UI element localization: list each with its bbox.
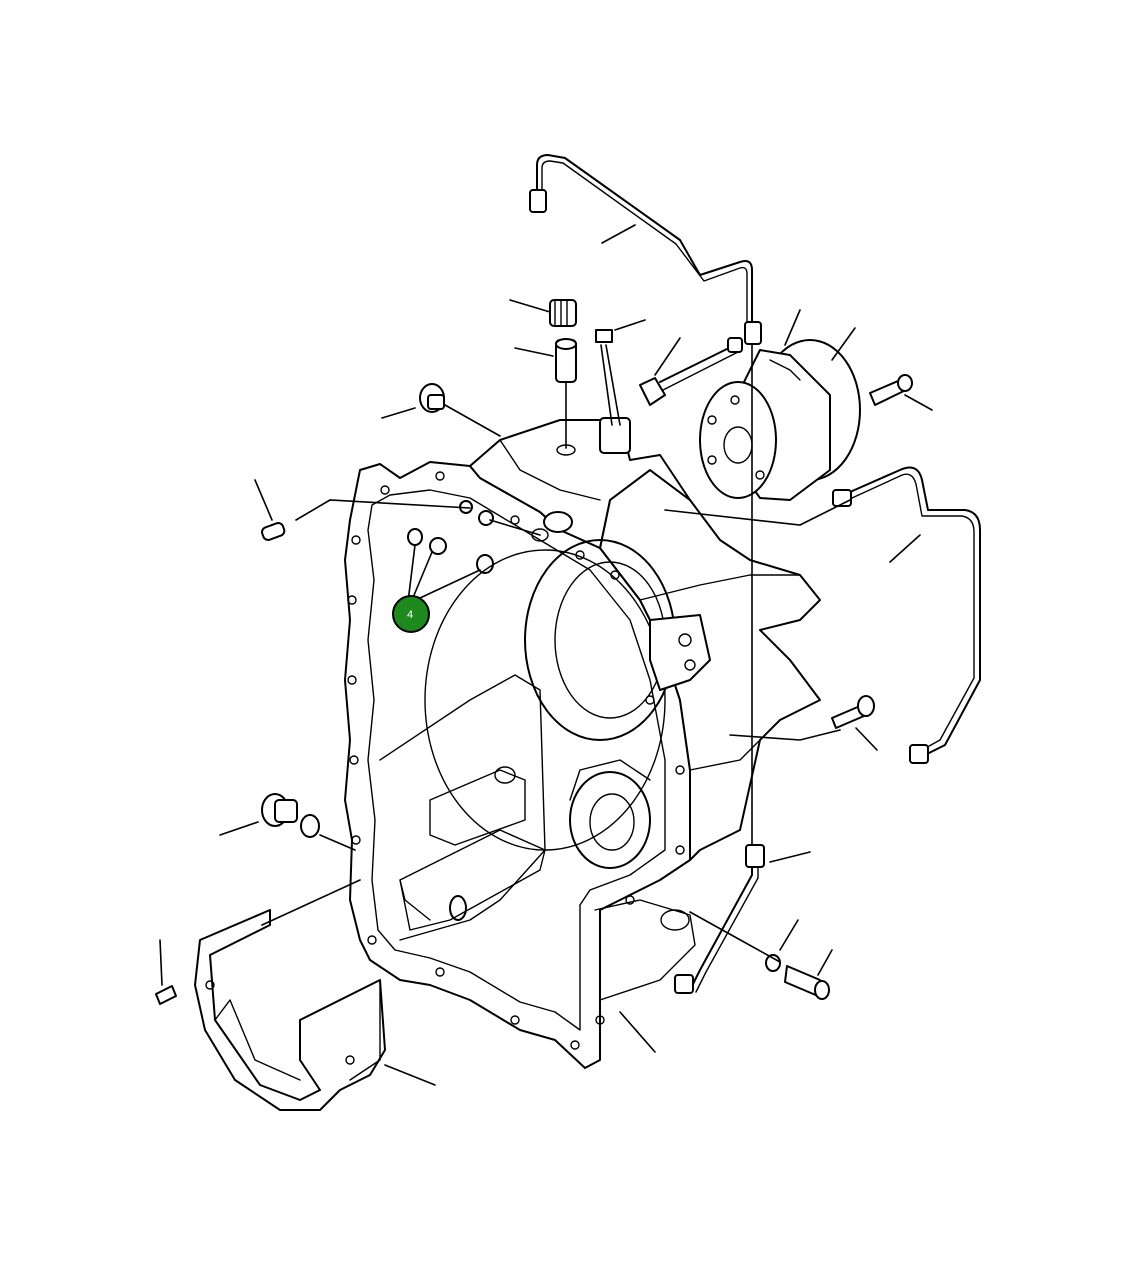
callout-label: 4: [407, 609, 413, 621]
callout-badge[interactable]: [392, 595, 430, 633]
transmission-housing: [344, 417, 821, 1069]
callout-4[interactable]: 4: [392, 595, 430, 633]
leader-lines: [159, 224, 933, 1086]
pump-cover-assembly: [699, 339, 913, 501]
guard-shield: [194, 909, 386, 1111]
hydraulic-line-lower: [674, 844, 765, 994]
hydraulic-line-upper: [529, 154, 762, 345]
small-parts: [155, 299, 875, 1005]
speed-sensor: [639, 337, 743, 406]
hydraulic-line-right: [832, 466, 981, 764]
